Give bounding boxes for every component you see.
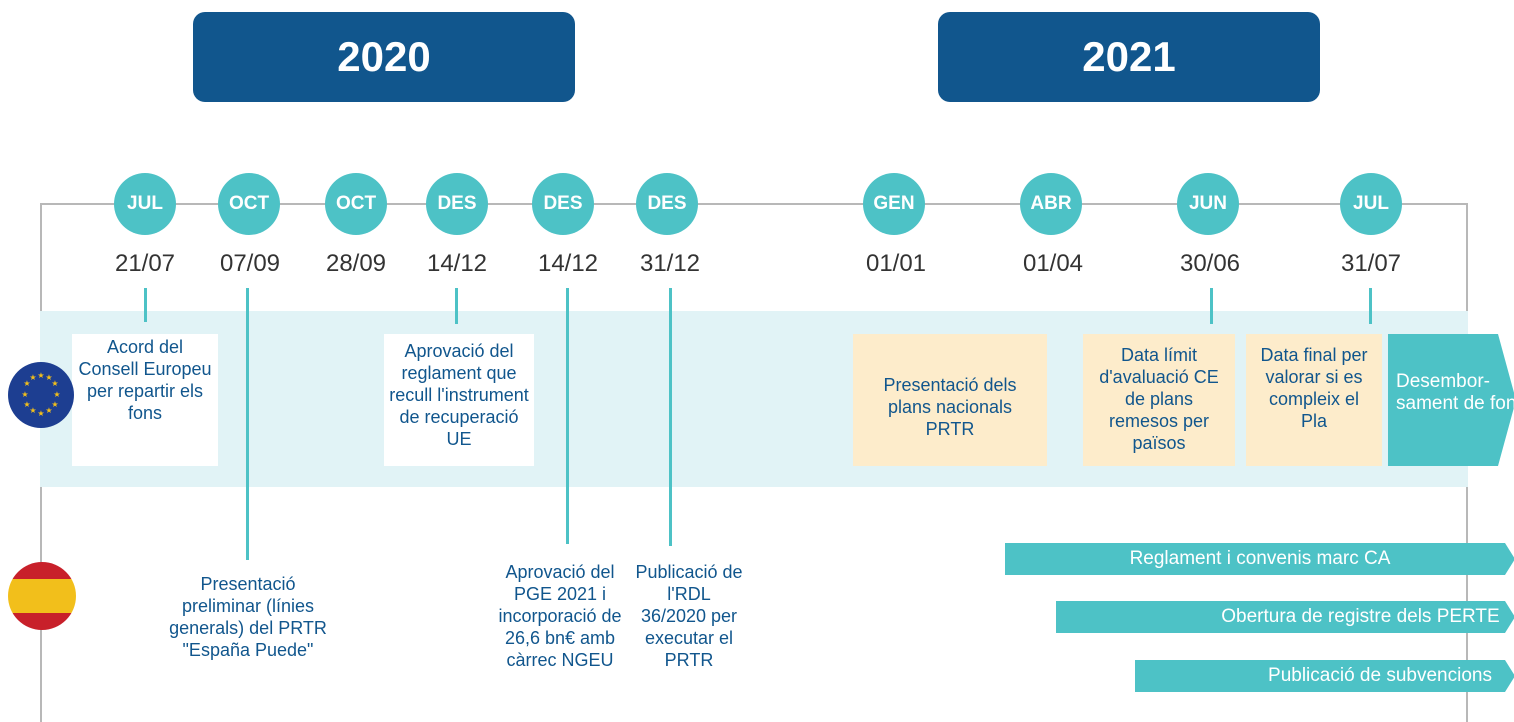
date-label: 21/07 bbox=[114, 250, 176, 277]
month-marker: JUN bbox=[1177, 173, 1239, 235]
es-event-label: Aprovació del PGE 2021 i incorporació de… bbox=[498, 562, 622, 670]
svg-text:★: ★ bbox=[23, 400, 30, 409]
month-marker: OCT bbox=[218, 173, 280, 235]
connector-line bbox=[669, 288, 672, 546]
date-label: 30/06 bbox=[1179, 250, 1241, 277]
timeline-axis bbox=[40, 203, 1468, 205]
svg-text:★: ★ bbox=[53, 390, 60, 399]
month-marker: ABR bbox=[1020, 173, 1082, 235]
date-label: 28/09 bbox=[325, 250, 387, 277]
year-header-2021: 2021 bbox=[938, 12, 1320, 102]
svg-text:★: ★ bbox=[23, 379, 30, 388]
month-marker: GEN bbox=[863, 173, 925, 235]
spain-flag-icon bbox=[8, 562, 76, 630]
month-marker: JUL bbox=[114, 173, 176, 235]
svg-text:★: ★ bbox=[37, 371, 44, 380]
es-event-label: Presentació preliminar (línies generals)… bbox=[169, 574, 327, 660]
eu-event-box: Presentació dels plans nacionals PRTR bbox=[853, 334, 1047, 466]
month-marker: DES bbox=[636, 173, 698, 235]
svg-text:★: ★ bbox=[37, 409, 44, 418]
date-label: 01/04 bbox=[1022, 250, 1084, 277]
es-period-bar: Obertura de registre dels PERTE bbox=[1056, 601, 1514, 633]
connector-line bbox=[566, 288, 569, 544]
svg-text:★: ★ bbox=[21, 390, 28, 399]
connector-line bbox=[1210, 288, 1213, 324]
connector-line bbox=[1369, 288, 1372, 324]
connector-line bbox=[144, 288, 147, 322]
svg-text:★: ★ bbox=[29, 373, 36, 382]
connector-line bbox=[455, 288, 458, 324]
svg-text:★: ★ bbox=[29, 406, 36, 415]
eu-event-box: Acord del Consell Europeu per repartir e… bbox=[72, 334, 218, 466]
date-label: 07/09 bbox=[219, 250, 281, 277]
date-label: 14/12 bbox=[537, 250, 599, 277]
month-marker: JUL bbox=[1340, 173, 1402, 235]
svg-text:★: ★ bbox=[45, 373, 52, 382]
year-header-2020: 2020 bbox=[193, 12, 575, 102]
eu-event-box: Data límit d'avaluació CE de plans remes… bbox=[1083, 334, 1235, 466]
date-label: 31/12 bbox=[639, 250, 701, 277]
date-label: 01/01 bbox=[865, 250, 927, 277]
month-marker: DES bbox=[426, 173, 488, 235]
svg-text:★: ★ bbox=[45, 406, 52, 415]
date-label: 14/12 bbox=[426, 250, 488, 277]
eu-event-box: Aprovació del reglament que recull l'ins… bbox=[384, 334, 534, 466]
eu-event-box: Data final per valorar si es compleix el… bbox=[1246, 334, 1382, 466]
svg-text:★: ★ bbox=[51, 379, 58, 388]
es-period-bar: Publicació de subvencions bbox=[1135, 660, 1514, 692]
svg-text:★: ★ bbox=[51, 400, 58, 409]
es-period-bar: Reglament i convenis marc CA bbox=[1005, 543, 1514, 575]
eu-flag-icon: ★★★ ★★★ ★★★ ★★★ bbox=[8, 362, 74, 428]
date-label: 31/07 bbox=[1340, 250, 1402, 277]
month-marker: DES bbox=[532, 173, 594, 235]
disbursement-arrow: Desembor-sament de fons bbox=[1388, 334, 1514, 466]
es-event-label: Publicació de l'RDL 36/2020 per executar… bbox=[635, 562, 743, 670]
eu-stars: ★★★ ★★★ ★★★ ★★★ bbox=[21, 371, 60, 418]
connector-line bbox=[246, 288, 249, 560]
month-marker: OCT bbox=[325, 173, 387, 235]
